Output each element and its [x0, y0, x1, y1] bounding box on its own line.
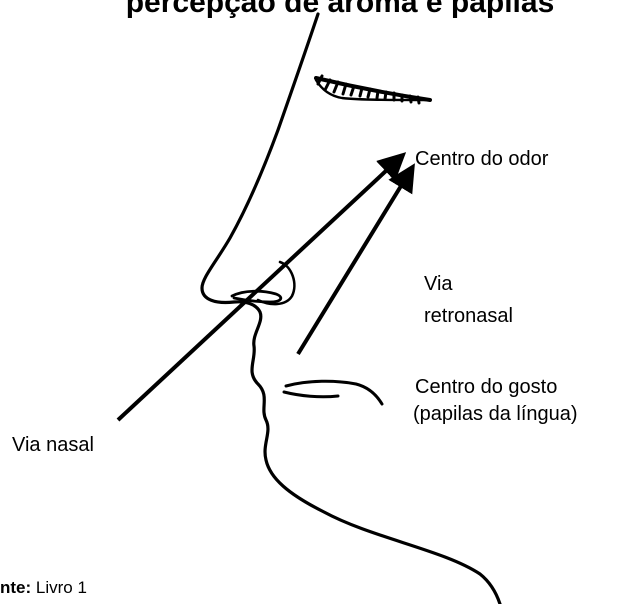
source-caption: nte: Livro 1 — [0, 578, 87, 598]
mouth-line — [284, 381, 382, 404]
label-centro-do-gosto-line1: Centro do gosto — [415, 375, 557, 399]
source-value: Livro 1 — [36, 578, 87, 597]
label-via-retronasal-line2: retronasal — [424, 304, 513, 328]
label-centro-do-odor: Centro do odor — [415, 147, 548, 171]
label-centro-do-gosto-line2: (papilas da língua) — [413, 402, 578, 426]
label-via-retronasal-line1: Via — [424, 272, 453, 296]
source-label: nte: — [0, 578, 31, 597]
label-via-nasal: Via nasal — [12, 433, 94, 457]
via-nasal-arrow — [118, 156, 402, 420]
via-retronasal-arrow — [298, 168, 412, 354]
